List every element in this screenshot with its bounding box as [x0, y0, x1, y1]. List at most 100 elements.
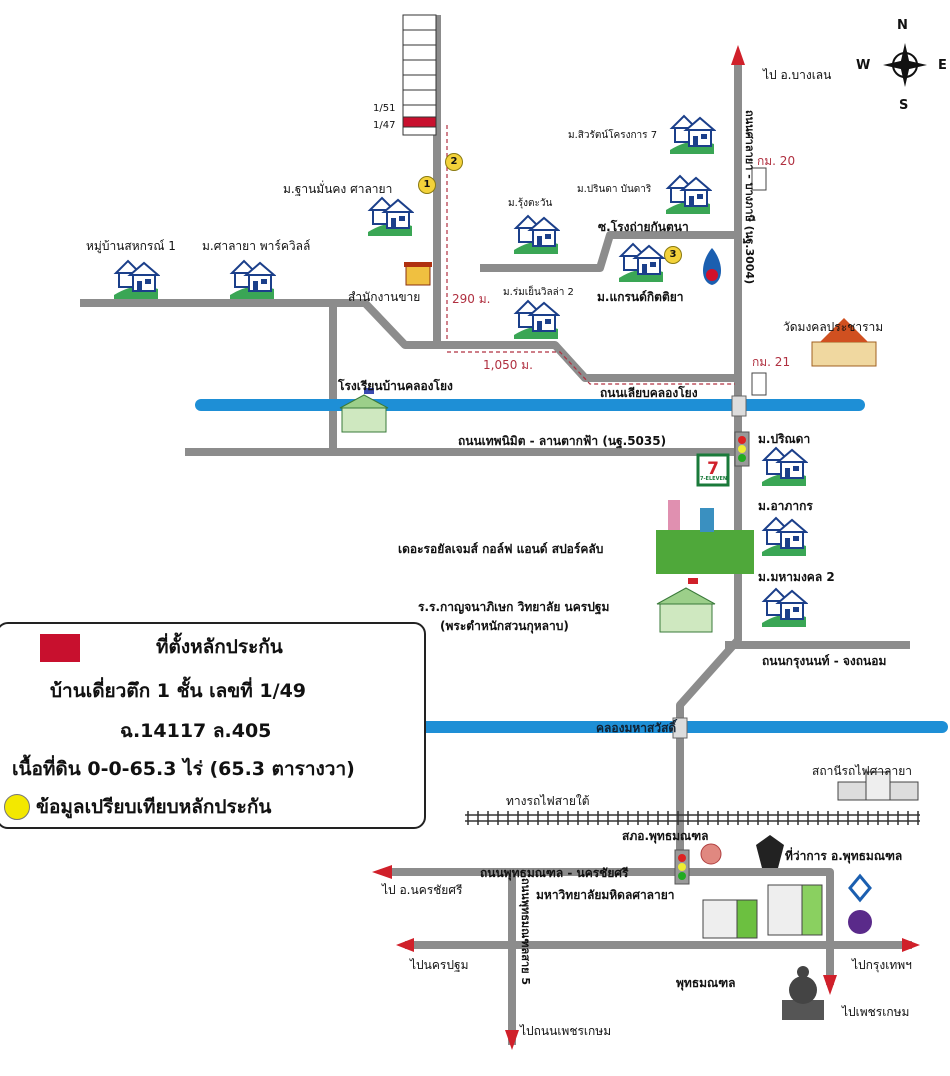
scb-bank-icon	[848, 910, 872, 934]
train-station-icon	[837, 771, 919, 801]
place-label: ม.ปรินดา บันดาริ	[577, 184, 652, 195]
soi-road	[480, 231, 738, 272]
road-label-soi: ซ.โรงถ่ายกันตนา	[598, 220, 689, 234]
road-label-phutta: ถนนพุทธมณฑล - นครชัยศรี	[480, 866, 629, 880]
school-icon	[339, 388, 389, 433]
place-label: ม.อาภากร	[758, 499, 813, 513]
legend-title: ที่ตั้งหลักประกัน	[156, 636, 283, 658]
legend-box: ที่ตั้งหลักประกัน บ้านเดี่ยวตึก 1 ชั้น เ…	[0, 622, 426, 829]
distance-label: 290 ม.	[452, 292, 491, 306]
distance-label: 1,050 ม.	[483, 358, 533, 372]
khlong-road	[80, 299, 738, 382]
buddha-statue-icon	[782, 966, 824, 1020]
direction-label: ไปนครปฐม	[410, 958, 469, 972]
housing-estate-icon	[617, 238, 666, 282]
seven-eleven-icon: 7	[696, 453, 730, 487]
place-label: ร.ร.กาญจนาภิเษก วิทยาลัย นครปฐม	[418, 600, 610, 614]
place-label: ม.ปริณดา	[758, 432, 811, 446]
compass-east: E	[938, 58, 947, 73]
plot-strips	[402, 14, 437, 136]
plot-label: 1/47	[373, 120, 396, 131]
km-label: กม. 20	[757, 154, 796, 168]
direction-arrows	[372, 45, 920, 1050]
place-label: ม.ร่มเย็นวิลล่า 2	[503, 287, 574, 298]
place-label: เดอะรอยัลเจมส์ กอล์ฟ แอนด์ สปอร์คลับ	[398, 542, 604, 556]
bangkok-bank-icon	[848, 873, 872, 903]
place-label: สถานีรถไฟศาลายา	[812, 764, 912, 778]
place-label: มหาวิทยาลัยมหิดลศาลายา	[536, 888, 675, 902]
traffic-light-icon	[674, 849, 690, 885]
place-label: ม.ศาลายา พาร์ควิลล์	[202, 239, 311, 253]
collateral-swatch-icon	[40, 634, 80, 662]
legend-area: เนื้อที่ดิน 0-0-65.3 ไร่ (65.3 ตารางวา)	[12, 758, 355, 780]
place-label: สำนักงานขาย	[348, 290, 421, 304]
plot-label: 1/51	[373, 103, 396, 114]
main-road	[676, 62, 742, 872]
housing-estate-icon	[512, 295, 561, 339]
legend-deed: ฉ.14117 ล.405	[120, 720, 272, 742]
place-label: (พระตำหนักสวนกุหลาบ)	[440, 619, 569, 633]
compass-north: N	[897, 18, 908, 33]
direction-label: ไปกรุงเทพฯ	[852, 958, 912, 972]
place-label: พุทธมณฑล	[676, 976, 736, 990]
garuda-icon	[756, 835, 784, 868]
golf-club-icon	[656, 500, 754, 574]
place-label: สภอ.พุทธมณฑล	[622, 829, 709, 843]
housing-estate-icon	[366, 192, 415, 236]
road-label-khlong: ถนนเลียบคลองโยง	[600, 386, 698, 400]
traffic-light-icon	[734, 431, 750, 467]
housing-estate-icon	[512, 210, 561, 254]
seven-eleven-logo-text: 7-ELEVEN	[700, 476, 728, 482]
legend-comparison: ข้อมูลเปรียบเทียบหลักประกัน	[36, 796, 272, 818]
km-post-icon	[751, 372, 767, 396]
place-label: ม.มหามงคล 2	[758, 570, 835, 584]
place-label: ม.แกรนด์กิตติยา	[597, 290, 684, 304]
direction-label: ไป อ.บางเลน	[763, 68, 832, 82]
road-label-main: ถนนศาลายา - บางภาษี (นฐ.3004)	[743, 110, 756, 285]
place-label: หมู่บ้านสหกรณ์ 1	[86, 239, 176, 253]
place-label: โรงเรียนบ้านคลองโยง	[338, 379, 453, 393]
place-label: ม.สิวรัตน์โครงการ 7	[568, 130, 658, 141]
bridge-icon	[731, 395, 747, 417]
railway-label: ทางรถไฟสายใต้	[506, 794, 590, 808]
comparison-marker: 1	[418, 176, 436, 194]
legend-house: บ้านเดี่ยวตึก 1 ชั้น เลขที่ 1/49	[50, 680, 307, 702]
housing-estate-icon	[760, 512, 809, 556]
direction-label: ไปเพชรเกษม	[842, 1005, 910, 1019]
compass-icon	[883, 43, 927, 87]
direction-label: ไปถนนเพชรเกษม	[520, 1024, 612, 1038]
housing-estate-icon	[228, 255, 277, 299]
police-station-icon	[700, 843, 722, 865]
km-post-icon	[751, 167, 767, 191]
housing-estate-icon	[112, 255, 161, 299]
housing-estate-icon	[668, 110, 717, 154]
collateral-plot	[402, 116, 437, 128]
road-label-sai5: ถนนพุทธมณฑลสาย 5	[519, 878, 532, 986]
place-label: ม.รุ้งตะวัน	[508, 198, 553, 209]
railway-ties	[467, 811, 919, 825]
canal-khlong-yong	[195, 399, 865, 411]
place-label: ม.ฐานมั่นคง ศาลายา	[283, 182, 393, 196]
road-label-krungnon: ถนนกรุงนนท์ - จงถนอม	[762, 654, 887, 668]
road-label-thep: ถนนเทพนิมิต - ลานตากฟ้า (นฐ.5035)	[458, 434, 667, 448]
housing-estate-icon	[760, 583, 809, 627]
mahidol-building-icon	[702, 884, 823, 939]
km-label: กม. 21	[752, 355, 791, 369]
comparison-marker: 2	[445, 153, 463, 171]
comparison-marker: 3	[664, 246, 682, 264]
bridge-icon	[672, 717, 688, 739]
comparison-swatch-icon	[4, 794, 30, 820]
housing-estate-icon	[760, 442, 809, 486]
compass-west: W	[856, 58, 871, 73]
compass-south: S	[899, 98, 909, 113]
temple-icon	[811, 318, 877, 367]
housing-estate-icon	[664, 170, 713, 214]
direction-label: ไป อ.นครชัยศรี	[382, 883, 463, 897]
school-icon	[656, 578, 716, 633]
railway	[465, 814, 920, 822]
place-label: วัดมงคลประชาราม	[783, 320, 884, 334]
place-label: ที่ว่าการ อ.พุทธมณฑล	[785, 849, 903, 863]
sales-office-icon	[404, 262, 432, 286]
svg-text:7: 7	[707, 459, 719, 479]
